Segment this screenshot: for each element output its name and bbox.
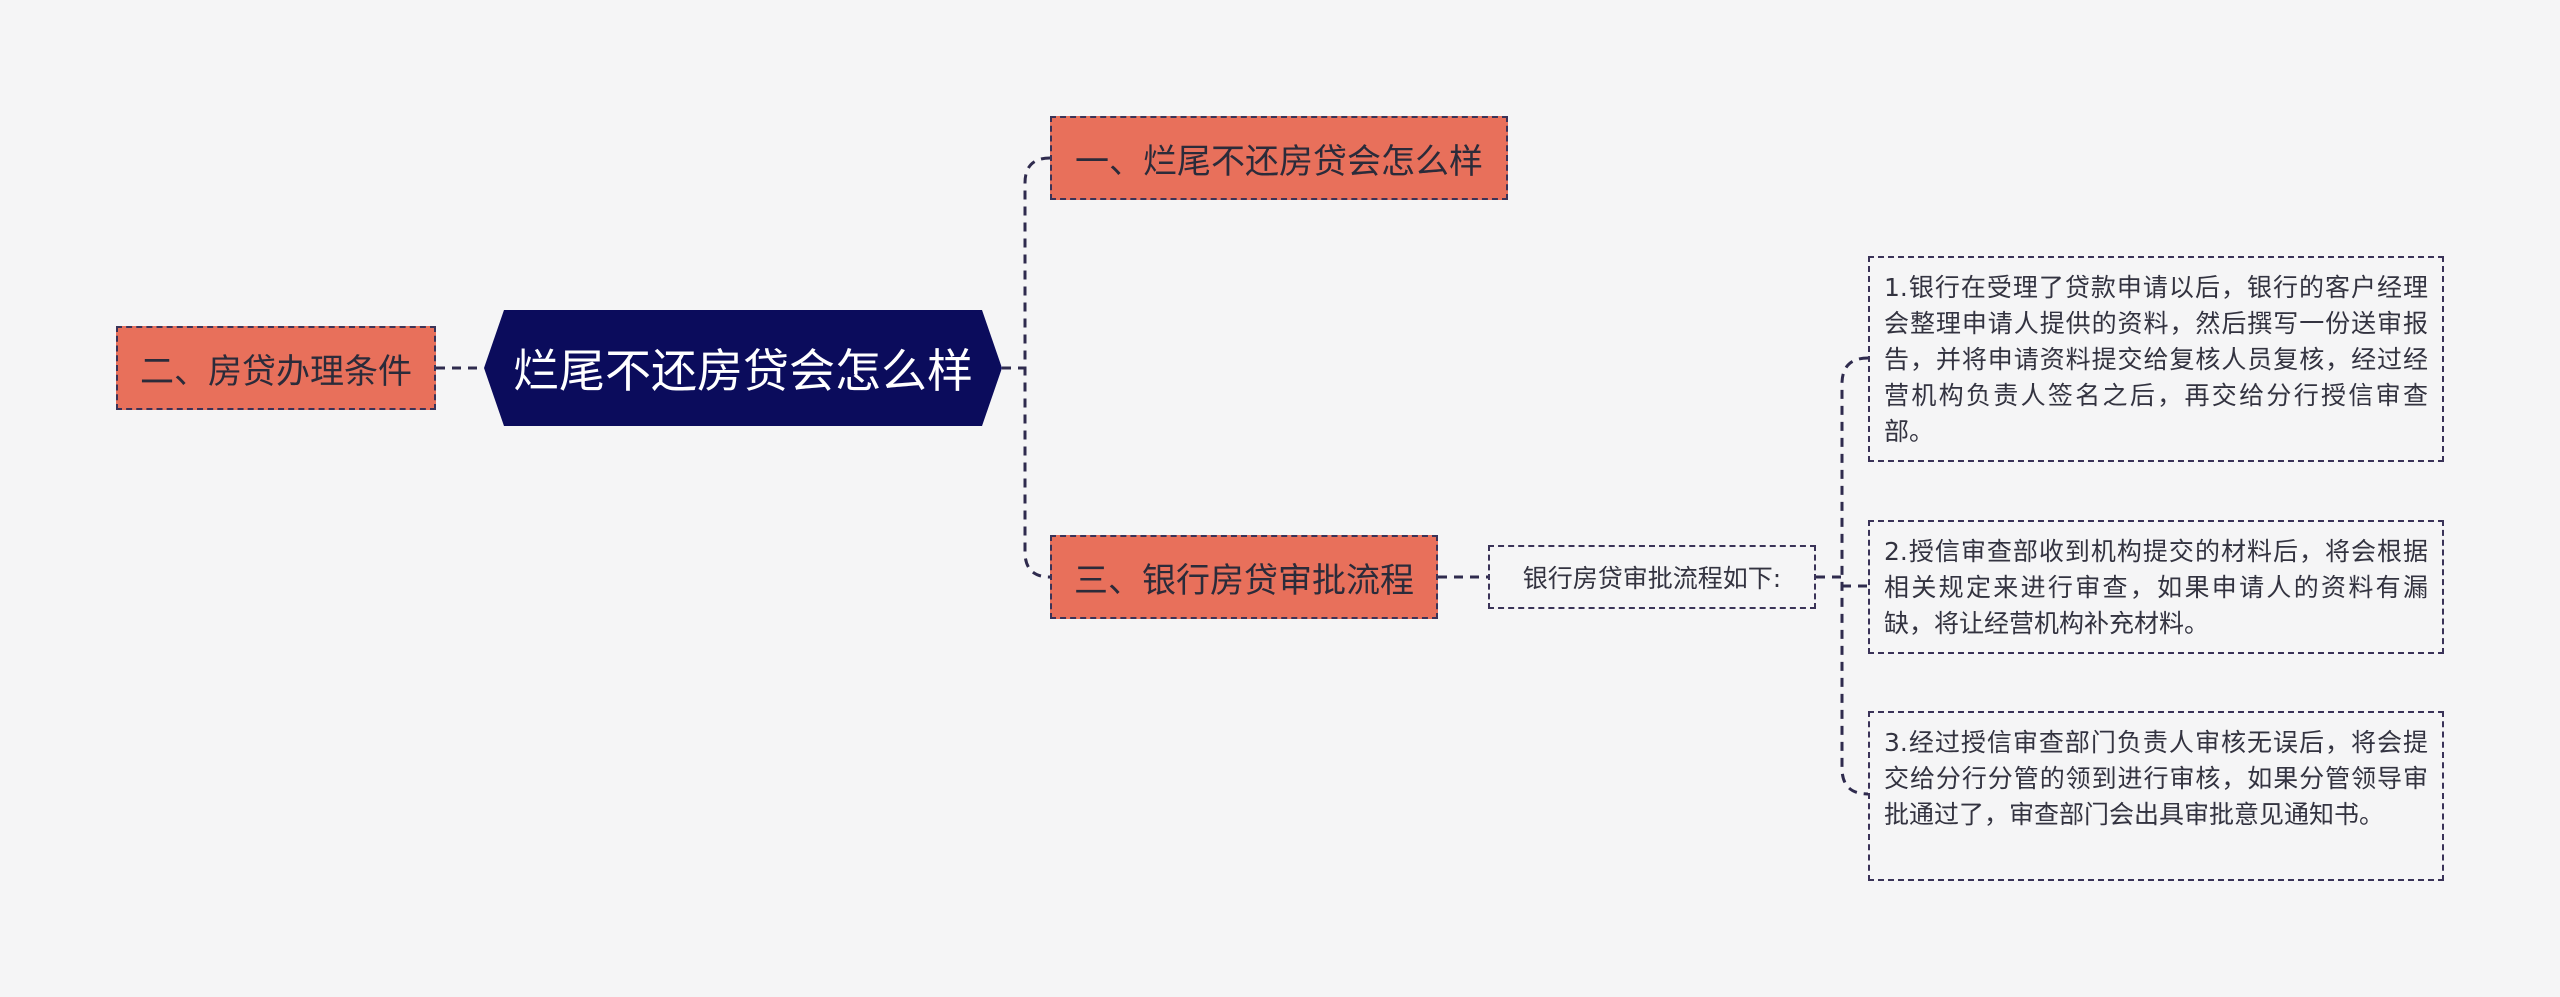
connector-right-trunk <box>1023 156 1051 579</box>
branch-node-3[interactable]: 三、银行房贷审批流程 <box>1050 535 1438 619</box>
step-node-2[interactable]: 2.授信审查部收到机构提交的材料后，将会根据相关规定来进行审查，如果申请人的资料… <box>1868 520 2444 654</box>
step-node-3[interactable]: 3.经过授信审查部门负责人审核无误后，将会提交给分行分管的领到进行审核，如果分管… <box>1868 711 2444 881</box>
branch-node-1-label: 一、烂尾不还房贷会怎么样 <box>1075 141 1483 182</box>
branch-node-1[interactable]: 一、烂尾不还房贷会怎么样 <box>1050 116 1508 200</box>
step-node-1-text: 1.银行在受理了贷款申请以后，银行的客户经理会整理申请人提供的资料，然后撰写一份… <box>1884 273 2428 446</box>
branch-node-3-label: 三、银行房贷审批流程 <box>1074 560 1414 601</box>
root-node[interactable]: 烂尾不还房贷会怎么样 <box>484 310 1002 426</box>
branch-node-2[interactable]: 二、房贷办理条件 <box>116 326 436 410</box>
root-node-shape <box>484 310 1002 426</box>
branch-node-2-label: 二、房贷办理条件 <box>140 351 412 392</box>
step-node-2-text: 2.授信审查部收到机构提交的材料后，将会根据相关规定来进行审查，如果申请人的资料… <box>1884 537 2428 638</box>
root-node-label: 烂尾不还房贷会怎么样 <box>513 344 973 398</box>
sub-node-process-intro-label: 银行房贷审批流程如下: <box>1522 564 1782 593</box>
sub-node-process-intro[interactable]: 银行房贷审批流程如下: <box>1488 545 1816 609</box>
step-node-3-text: 3.经过授信审查部门负责人审核无误后，将会提交给分行分管的领到进行审核，如果分管… <box>1884 728 2428 829</box>
connector-steps-trunk <box>1840 356 1869 796</box>
step-node-1[interactable]: 1.银行在受理了贷款申请以后，银行的客户经理会整理申请人提供的资料，然后撰写一份… <box>1868 256 2444 462</box>
